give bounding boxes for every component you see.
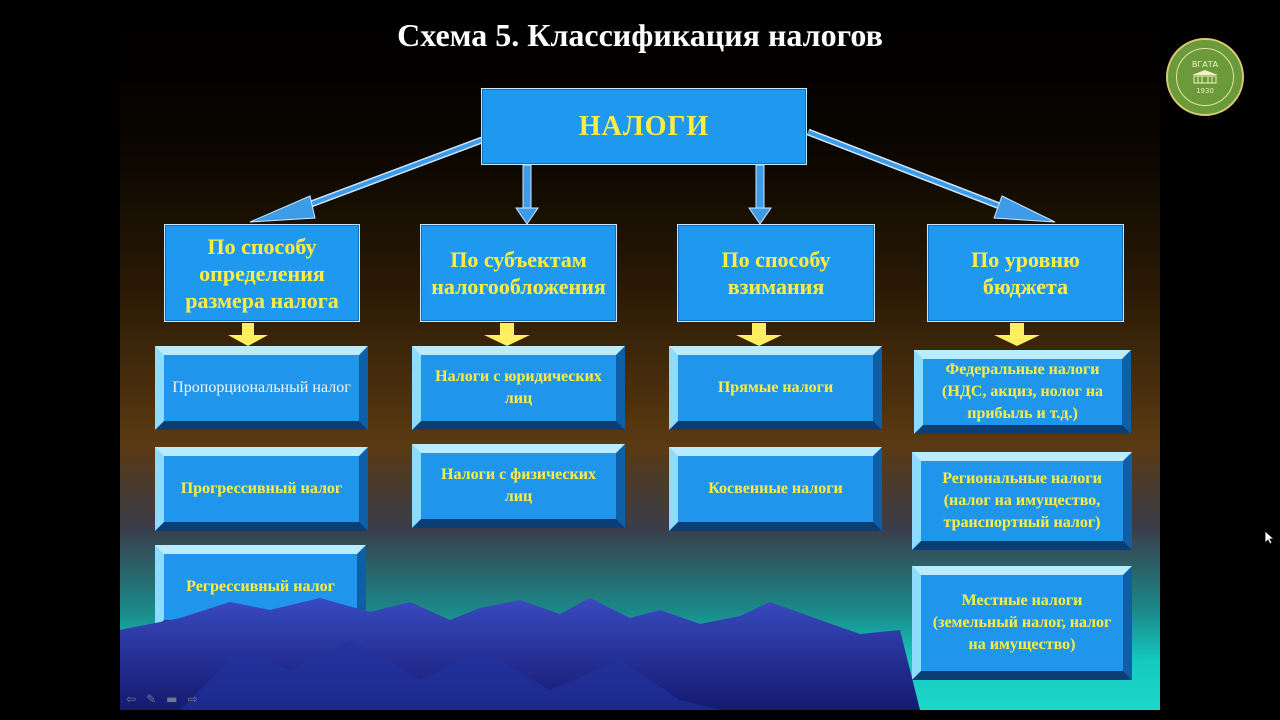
item-progressive-tax: Прогрессивный налог <box>155 447 368 531</box>
pen-icon[interactable]: ✎ <box>146 692 157 706</box>
item-legal-entity-taxes: Налоги с юридических лиц <box>412 346 625 430</box>
slide-title: Схема 5. Классификация налогов <box>397 17 883 53</box>
down-arrow-3 <box>736 323 782 346</box>
arrow-to-category-2 <box>515 164 539 225</box>
category-box-1: По способу определения размера налога <box>164 224 360 322</box>
item-regional-taxes: Региональные налоги (налог на имущество,… <box>912 452 1132 550</box>
category-box-2: По субъектам налогообложения <box>420 224 617 322</box>
down-arrows <box>228 323 1040 346</box>
university-logo: ВГАТА 1930 <box>1166 38 1244 116</box>
item-direct-taxes: Прямые налоги <box>669 346 882 430</box>
slide-nav-icons: ⇦ ✎ ▬ ⇨ <box>126 692 198 706</box>
mouse-cursor-icon <box>1265 531 1275 545</box>
logo-text: ВГАТА <box>1191 59 1219 69</box>
building-icon <box>1192 69 1218 83</box>
item-indirect-taxes: Косвенные налоги <box>669 447 882 531</box>
down-arrow-1 <box>228 323 268 346</box>
arrow-to-category-3 <box>748 164 772 225</box>
down-arrow-4 <box>994 323 1040 346</box>
back-arrow-icon[interactable]: ⇦ <box>126 692 137 706</box>
slide: Схема 5. Классификация налогов <box>120 10 1160 710</box>
item-proportional-tax: Пропорциональный налог <box>155 346 368 430</box>
item-federal-taxes: Федеральные налоги (НДС, акциз, нолог на… <box>914 350 1131 434</box>
connector-arrows <box>228 128 1056 346</box>
menu-icon[interactable]: ▬ <box>166 692 178 706</box>
item-local-taxes: Местные налоги (земельный налог, налог н… <box>912 566 1132 680</box>
arrow-to-category-4 <box>806 128 1056 223</box>
forward-arrow-icon[interactable]: ⇨ <box>187 692 198 706</box>
category-box-4: По уровню бюджета <box>927 224 1124 322</box>
item-individual-taxes: Налоги с физических лиц <box>412 444 625 528</box>
arrow-to-category-1 <box>249 136 484 223</box>
category-box-3: По способу взимания <box>677 224 875 322</box>
logo-year: 1930 <box>1196 86 1214 95</box>
root-box: НАЛОГИ <box>481 88 807 165</box>
mountains-background <box>120 598 920 710</box>
down-arrow-2 <box>484 323 530 346</box>
